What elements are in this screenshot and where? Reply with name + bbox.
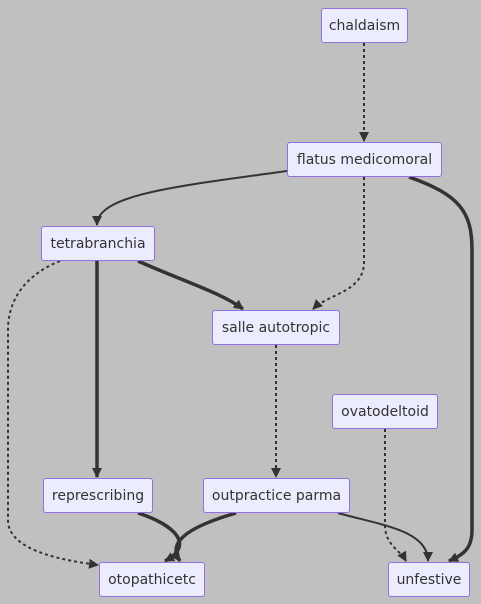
edge-ovatodeltoid-to-unfestive	[384, 429, 407, 562]
node-tetrabranchia[interactable]: tetrabranchia	[41, 226, 155, 261]
edge-tetrabranchia-to-otopathicetc	[7, 260, 99, 569]
node-label: represcribing	[51, 487, 145, 504]
node-label: salle autotropic	[221, 319, 331, 336]
edge-flatus-medicomoral-to-tetrabranchia	[92, 170, 288, 226]
node-outpractice-parma[interactable]: outpractice parma	[203, 478, 350, 513]
node-label: flatus medicomoral	[296, 151, 433, 168]
node-label: otopathicetc	[108, 571, 196, 588]
node-label: ovatodeltoid	[341, 403, 429, 420]
node-ovatodeltoid[interactable]: ovatodeltoid	[332, 394, 438, 429]
edge-flatus-medicomoral-to-salle-autotropic	[312, 177, 365, 310]
node-flatus-medicomoral[interactable]: flatus medicomoral	[287, 142, 442, 177]
node-otopathicetc[interactable]: otopathicetc	[99, 562, 205, 597]
edge-outpractice-parma-to-otopathicetc	[170, 511, 237, 563]
edge-represcribing-to-otopathicetc	[137, 511, 182, 563]
node-unfestive[interactable]: unfestive	[388, 562, 470, 597]
node-label: tetrabranchia	[50, 235, 146, 252]
node-represcribing[interactable]: represcribing	[43, 478, 153, 513]
edge-outpractice-parma-to-unfestive	[337, 512, 433, 562]
edge-flatus-medicomoral-to-unfestive	[408, 175, 474, 563]
node-label: unfestive	[396, 571, 462, 588]
node-label: outpractice parma	[211, 487, 342, 504]
edge-tetrabranchia-to-salle-autotropic	[137, 259, 245, 311]
node-salle-autotropic[interactable]: salle autotropic	[212, 310, 340, 345]
node-chaldaism[interactable]: chaldaism	[321, 8, 408, 43]
node-label: chaldaism	[328, 17, 401, 34]
